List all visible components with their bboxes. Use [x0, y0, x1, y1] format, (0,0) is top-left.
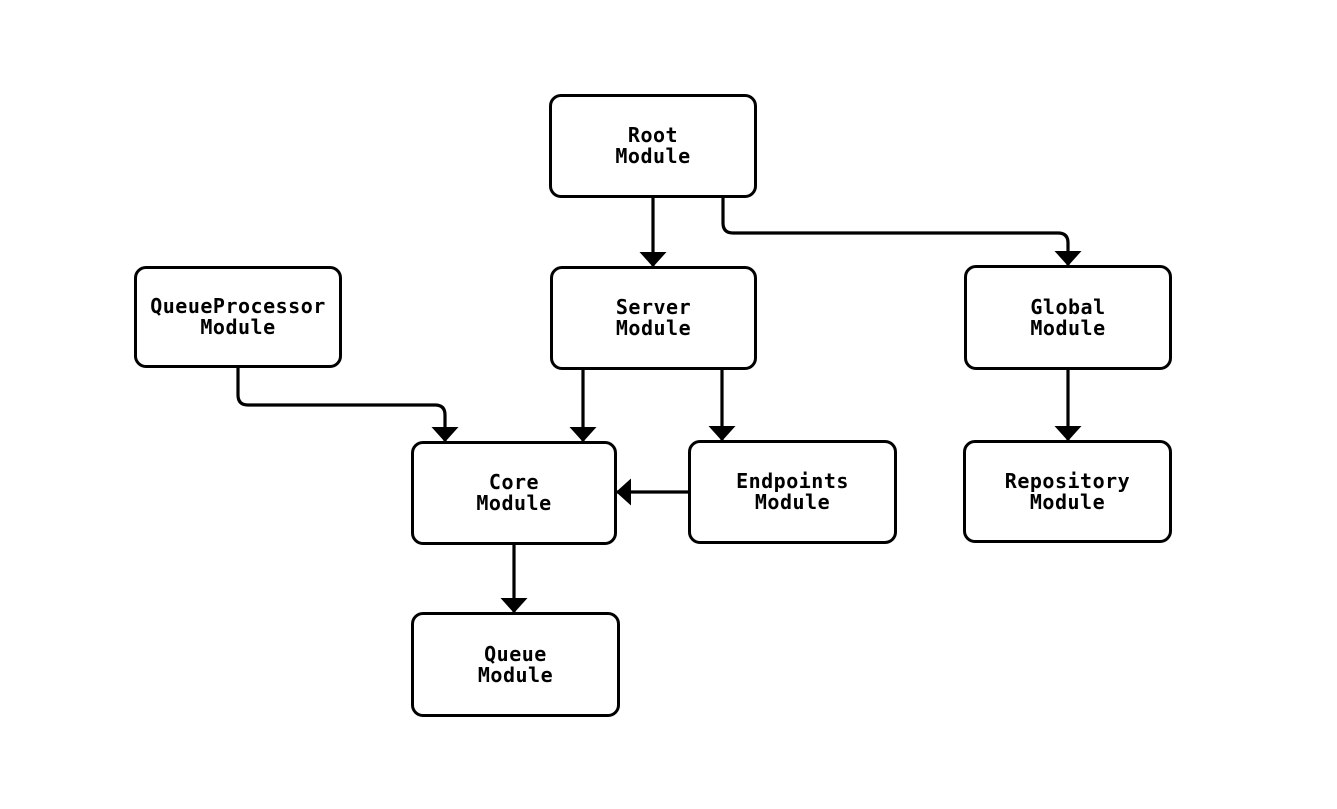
node-endpoints-module: Endpoints Module — [688, 440, 897, 544]
node-label-line: Root — [627, 123, 679, 147]
node-label-line: Module — [200, 315, 276, 339]
edge-queueprocessor-to-core — [236, 368, 459, 442]
node-label-line: Module — [476, 491, 552, 515]
node-label-line: Module — [615, 144, 691, 168]
node-root-module: Root Module — [549, 94, 757, 198]
node-label-line: Endpoints — [736, 469, 849, 493]
node-server-module: Server Module — [550, 266, 757, 370]
node-label-line: Server — [615, 295, 692, 319]
node-label-line: QueueProcessor — [150, 294, 326, 318]
node-label-line: Module — [1029, 489, 1106, 514]
node-label-line: Queue — [484, 641, 547, 666]
node-label-line: Core — [488, 470, 540, 494]
node-label-line: Module — [754, 490, 831, 514]
node-label-line: Module — [477, 662, 554, 687]
node-label-line: Module — [1030, 315, 1106, 340]
node-core-module: Core Module — [411, 441, 617, 545]
node-queue-module: Queue Module — [411, 612, 620, 717]
edge-root-to-global — [721, 198, 1082, 266]
node-global-module: Global Module — [964, 265, 1172, 370]
node-label-line: Global — [1030, 294, 1106, 319]
node-label-line: Module — [615, 316, 692, 340]
node-repository-module: Repository Module — [963, 440, 1172, 543]
node-queueprocessor-module: QueueProcessor Module — [134, 266, 342, 368]
node-label-line: Repository — [1004, 468, 1131, 493]
